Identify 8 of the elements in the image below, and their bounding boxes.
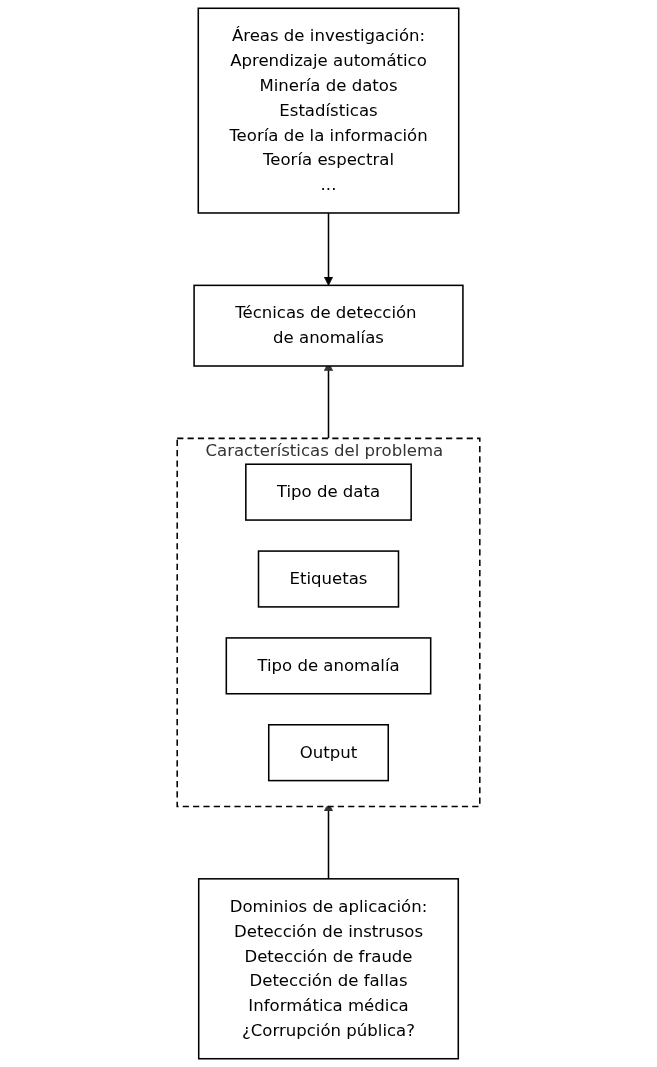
process-box: Output — [267, 724, 390, 782]
process-box: Áreas de investigación: Aprendizaje automático Minería de datos Estadísticas Teoría de la información Teoría espectral ... — [197, 7, 460, 214]
process-box: Dominios de aplicación: Detección de instrusos Detección de fraude Detección de fallas Informática médica ¿Corrupción pública? — [197, 878, 460, 1060]
arrow — [323, 212, 334, 286]
process-box: Etiquetas — [257, 550, 400, 608]
process-box: Tipo de anomalía — [225, 637, 432, 695]
process-box: Técnicas de detección de anomalías — [193, 284, 464, 367]
process-box: Tipo de data — [245, 463, 412, 521]
